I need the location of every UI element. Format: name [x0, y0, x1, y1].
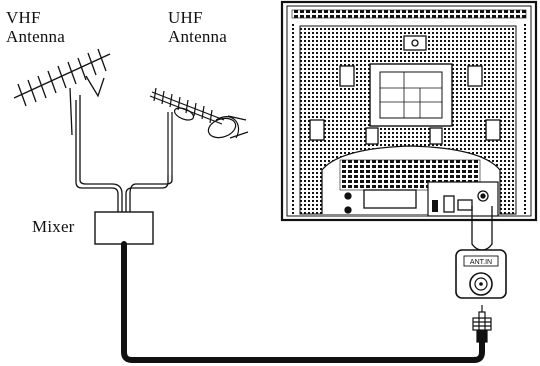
uhf-antenna-icon: [149, 87, 249, 175]
vhf-antenna-icon: [13, 48, 111, 175]
uhf-label-line1: UHF: [168, 8, 203, 27]
tv-rear-panel: [280, 0, 538, 222]
vhf-label-line2: Antenna: [6, 27, 65, 46]
antenna-lead-wires: [75, 175, 173, 212]
coaxial-cable: [121, 241, 485, 363]
vhf-antenna-label: VHF Antenna: [6, 8, 65, 46]
vhf-label-line1: VHF: [6, 8, 41, 27]
terminal-tag-box: [463, 255, 499, 267]
mixer-box: [94, 211, 154, 245]
coax-plug-icon: [472, 305, 492, 343]
mixer-label: Mixer: [32, 217, 75, 236]
uhf-antenna-label: UHF Antenna: [168, 8, 227, 46]
antenna-terminal-icon: [469, 272, 493, 296]
uhf-label-line2: Antenna: [168, 27, 227, 46]
terminal-tag-text: ANT.IN: [470, 259, 492, 266]
